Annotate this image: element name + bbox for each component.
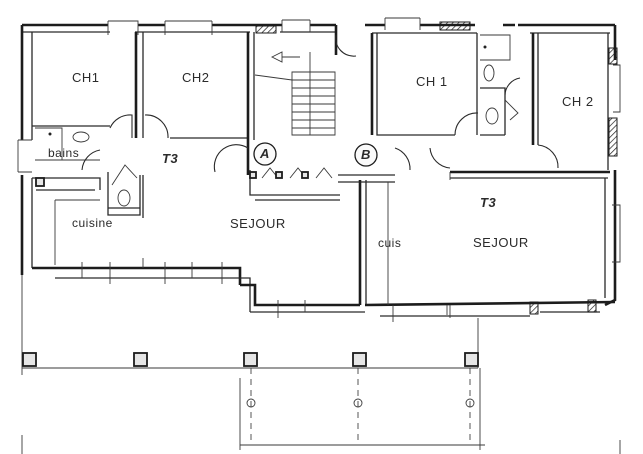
right-cuis-label: cuis bbox=[378, 236, 402, 250]
right-ch1-label: CH 1 bbox=[416, 74, 448, 89]
entrance-a-label: A bbox=[260, 146, 270, 161]
left-apartment-type: T3 bbox=[162, 151, 179, 166]
entrance-b-label: B bbox=[361, 147, 371, 162]
left-ch1-label: CH1 bbox=[72, 70, 100, 85]
right-ch2-label: CH 2 bbox=[562, 94, 594, 109]
staircase bbox=[254, 51, 336, 136]
terrace bbox=[21, 275, 621, 454]
right-sejour-label: SEJOUR bbox=[473, 235, 529, 250]
left-sejour-label: SEJOUR bbox=[230, 216, 286, 231]
left-apartment-walls bbox=[17, 19, 365, 318]
right-apartment-type: T3 bbox=[480, 195, 497, 210]
right-apartment-walls bbox=[364, 17, 621, 322]
entrance-b-marker bbox=[354, 143, 378, 167]
left-bains-label: bains bbox=[48, 146, 80, 160]
left-cuisine-label: cuisine bbox=[72, 216, 113, 230]
entrance-a-marker bbox=[253, 142, 277, 166]
left-ch2-label: CH2 bbox=[182, 70, 210, 85]
